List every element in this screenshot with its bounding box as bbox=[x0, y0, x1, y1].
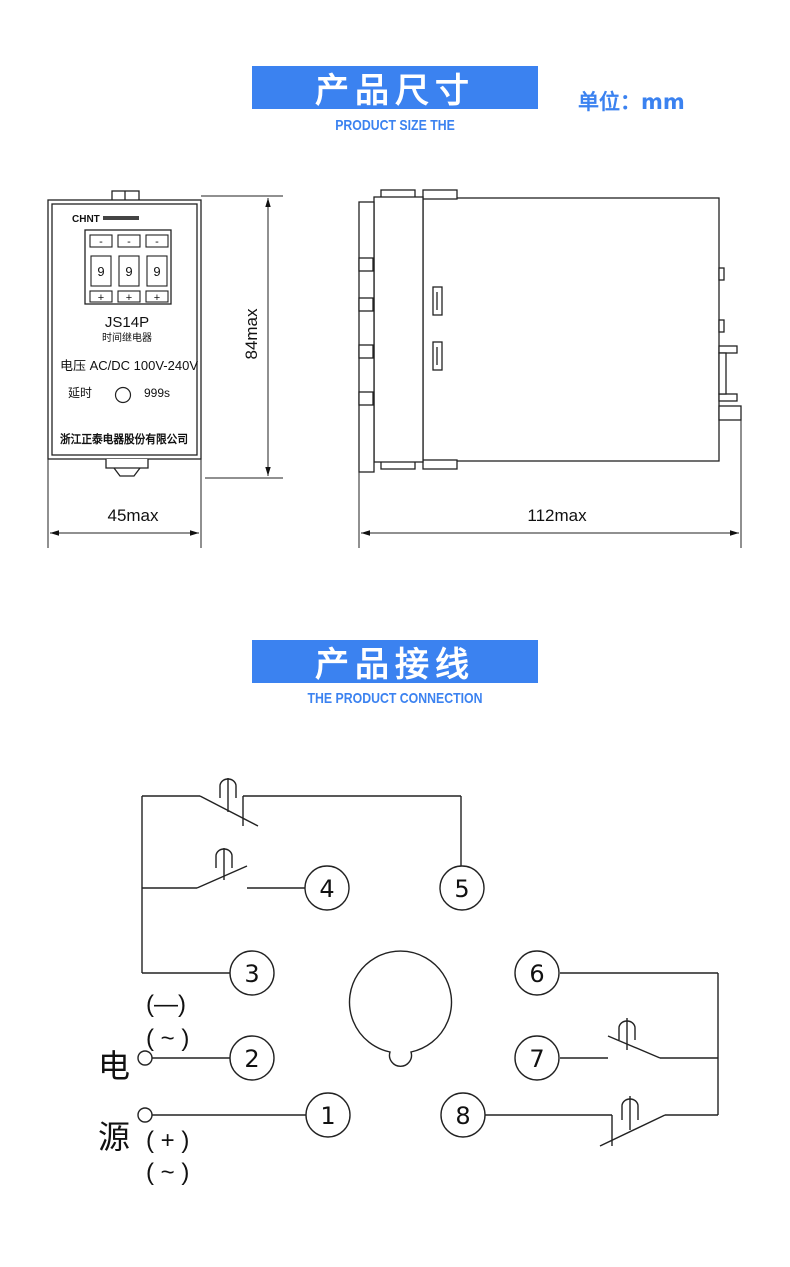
delay-value: 999s bbox=[144, 386, 170, 400]
timer-symbol-3 bbox=[618, 1018, 636, 1050]
pin-4-label: 4 bbox=[319, 875, 334, 903]
pin-2-circle bbox=[229, 1035, 275, 1081]
digit-1: 9 bbox=[97, 264, 104, 279]
brand-text: CHNT bbox=[72, 214, 100, 225]
pin1-ac-label: ( ~ ) bbox=[146, 1159, 189, 1186]
front-brand-logo: CHNT bbox=[72, 214, 139, 225]
socket-key bbox=[348, 950, 453, 1067]
pin-7-label: 7 bbox=[529, 1045, 544, 1073]
timer-symbol-1 bbox=[219, 778, 237, 812]
section-size-title: 产品尺寸 bbox=[315, 71, 475, 111]
side-dimension-lines bbox=[358, 420, 742, 548]
wiring-lines bbox=[141, 795, 719, 1147]
pin2-ac-label: ( ~ ) bbox=[146, 1025, 189, 1052]
pin-3-circle bbox=[229, 950, 275, 996]
minus-key-1: - bbox=[99, 236, 103, 248]
pin-1-circle bbox=[305, 1092, 351, 1138]
section-size-subtitle: PRODUCT SIZE THE bbox=[335, 117, 455, 134]
side-view bbox=[358, 189, 742, 473]
keypad bbox=[89, 234, 169, 303]
plus-key-1: + bbox=[98, 292, 104, 304]
section-wiring-title: 产品接线 bbox=[315, 645, 475, 685]
pin-6-label: 6 bbox=[529, 960, 544, 988]
plus-key-2: + bbox=[126, 292, 132, 304]
power-terminal-2 bbox=[137, 1050, 153, 1066]
section-size-banner: 产品尺寸 bbox=[252, 66, 538, 111]
pin-circles bbox=[137, 865, 560, 1138]
pin-8-label: 8 bbox=[455, 1102, 470, 1130]
unit-label: 单位：mm bbox=[578, 90, 685, 114]
power-terminal-1 bbox=[137, 1107, 153, 1123]
power-label-char-1: 电 bbox=[98, 1048, 130, 1084]
pin-6-circle bbox=[514, 950, 560, 996]
voltage-text: 电压 AC/DC 100V-240V bbox=[60, 359, 199, 373]
pin-1-label: 1 bbox=[320, 1102, 335, 1130]
section-wiring-banner: 产品接线 bbox=[252, 640, 538, 685]
pin-4-circle bbox=[304, 865, 350, 911]
pin-8-circle bbox=[440, 1092, 486, 1138]
timer-symbol-2 bbox=[215, 848, 233, 880]
plus-key-3: + bbox=[154, 292, 160, 304]
model-text: JS14P bbox=[105, 314, 149, 331]
delay-knob bbox=[114, 386, 132, 404]
pin-7-circle bbox=[514, 1035, 560, 1081]
section-wiring-subtitle: THE PRODUCT CONNECTION bbox=[307, 690, 483, 707]
pin-3-label: 3 bbox=[244, 960, 259, 988]
minus-key-2: - bbox=[127, 236, 131, 248]
front-width-dimension: 45max bbox=[107, 506, 159, 525]
pin1-polarity-label: ( + ) bbox=[146, 1127, 189, 1154]
pin-5-circle bbox=[439, 865, 485, 911]
power-label-char-2: 源 bbox=[98, 1119, 130, 1155]
pin-2-label: 2 bbox=[244, 1045, 259, 1073]
digit-2: 9 bbox=[125, 264, 132, 279]
minus-key-3: - bbox=[155, 236, 159, 248]
company-text: 浙江正泰电器股份有限公司 bbox=[60, 432, 188, 446]
front-dimension-lines bbox=[47, 195, 283, 548]
side-length-dimension: 112max bbox=[527, 506, 587, 525]
pin-5-label: 5 bbox=[454, 875, 469, 903]
pin3-polarity-label: (—) bbox=[146, 991, 186, 1018]
digit-3: 9 bbox=[153, 264, 160, 279]
height-dimension: 84max bbox=[242, 308, 261, 360]
delay-label: 延时 bbox=[68, 386, 92, 400]
timer-symbol-4 bbox=[621, 1096, 639, 1130]
product-name-text: 时间继电器 bbox=[102, 331, 152, 344]
front-view bbox=[47, 190, 202, 477]
